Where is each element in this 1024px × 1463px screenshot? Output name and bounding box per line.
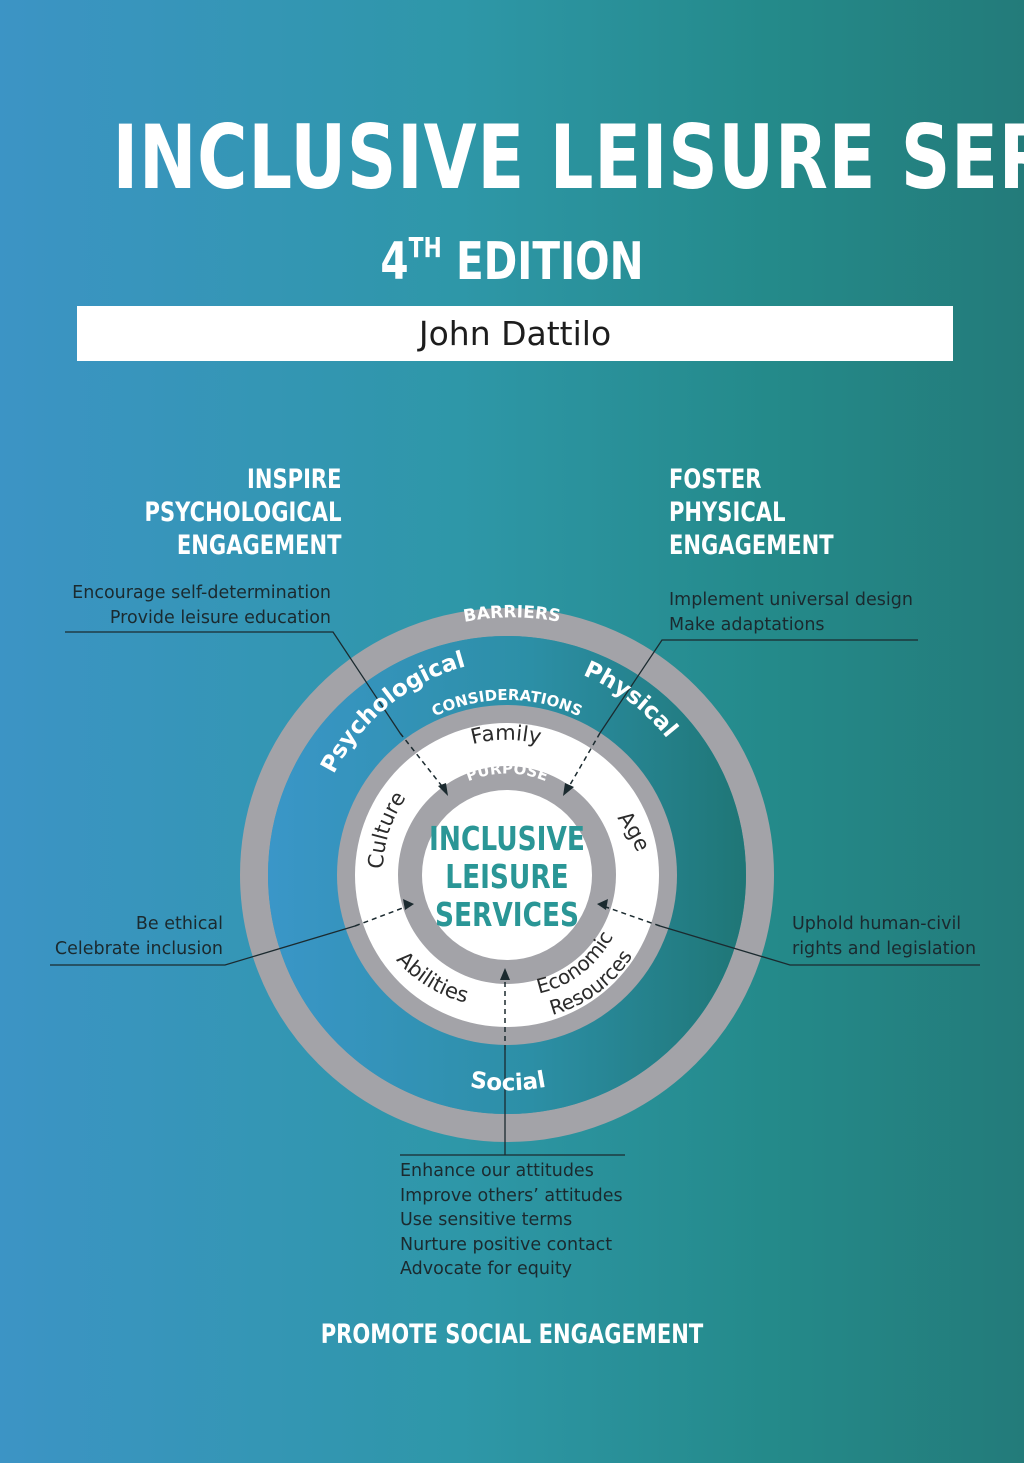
note-psychological: Encourage self-determination Provide lei…	[72, 581, 331, 630]
note-line: Advocate for equity	[400, 1259, 573, 1279]
edition-number: 4	[380, 232, 409, 292]
note-line: Make adaptations	[669, 614, 825, 635]
heading-line: ENGAGEMENT	[669, 530, 834, 561]
edition-label: 4TH EDITION	[113, 218, 912, 292]
note-rights: Uphold human-civil rights and legislatio…	[792, 912, 976, 961]
note-line: Uphold human-civil	[792, 914, 962, 934]
heading-line: PHYSICAL	[669, 497, 786, 528]
note-line: Enhance our attitudes	[400, 1161, 594, 1181]
note-line: Provide leisure education	[109, 607, 331, 628]
note-line: Celebrate inclusion	[54, 938, 223, 959]
heading-social: PROMOTE SOCIAL ENGAGEMENT	[320, 1319, 704, 1350]
note-social: Enhance our attitudes Improve others’ at…	[400, 1159, 623, 1282]
center-circle	[422, 790, 592, 960]
author-name: John Dattilo	[418, 314, 612, 353]
edition-suffix: TH	[408, 231, 442, 264]
center-line-3: SERVICES	[435, 896, 579, 935]
note-line: Be ethical	[135, 914, 223, 934]
edition-word: EDITION	[455, 232, 644, 292]
social-label: Social	[469, 1067, 548, 1096]
note-line: Improve others’ attitudes	[400, 1185, 623, 1206]
heading-line: FOSTER	[669, 464, 762, 495]
note-line: Implement universal design	[669, 590, 913, 610]
book-title: INCLUSIVE LEISURE SERVICES	[112, 106, 1024, 209]
heading-line: ENGAGEMENT	[177, 530, 342, 561]
heading-psychological: INSPIRE PSYCHOLOGICAL ENGAGEMENT	[145, 463, 342, 562]
heading-line: PSYCHOLOGICAL	[145, 497, 342, 528]
barriers-ring	[240, 608, 774, 1142]
heading-line: INSPIRE	[247, 464, 342, 495]
center-text: INCLUSIVE LEISURE SERVICES	[429, 820, 585, 935]
center-line-1: INCLUSIVE	[429, 820, 585, 859]
arrow-heads	[403, 783, 608, 980]
dashed-arrows	[354, 732, 661, 1050]
center-line-2: LEISURE	[445, 858, 568, 897]
note-line: Use sensitive terms	[400, 1210, 573, 1230]
note-ethics: Be ethical Celebrate inclusion	[55, 912, 223, 961]
note-line: Encourage self-determination	[72, 583, 331, 603]
heading-physical: FOSTER PHYSICAL ENGAGEMENT	[669, 463, 834, 562]
connector-lines	[50, 631, 980, 1156]
note-line: rights and legislation	[792, 938, 977, 959]
author-bar: John Dattilo	[77, 306, 953, 361]
note-physical: Implement universal design Make adaptati…	[669, 588, 913, 637]
note-line: Nurture positive contact	[400, 1234, 613, 1255]
